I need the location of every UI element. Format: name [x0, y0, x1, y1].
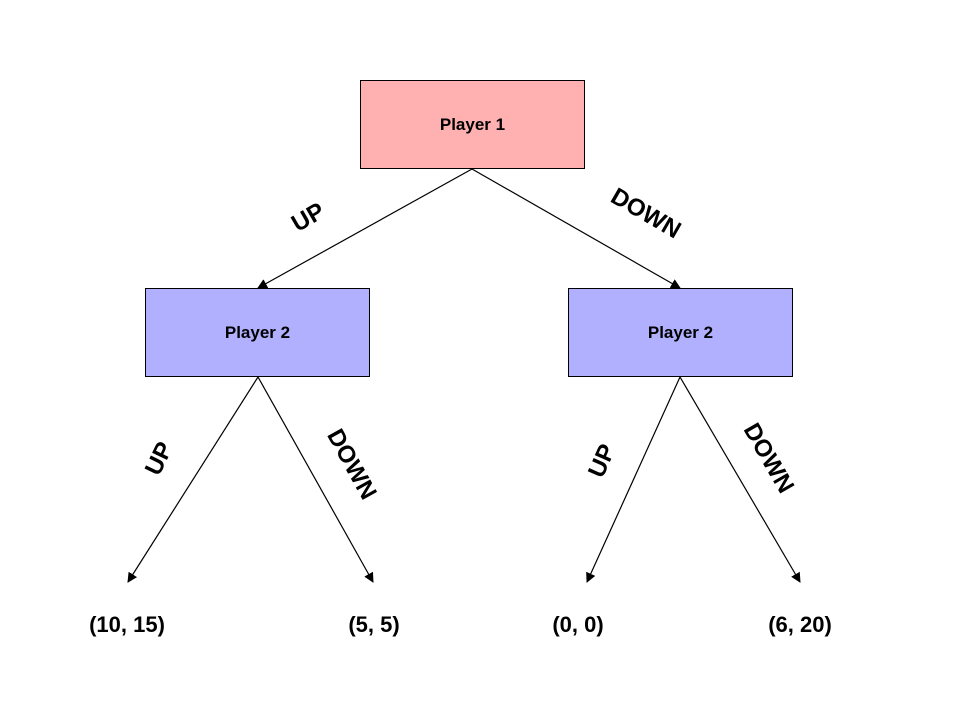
edge-right-down: [679, 376, 801, 583]
payoff-up-down: (5, 5): [348, 612, 399, 637]
payoff-up-up: (10, 15): [89, 612, 165, 637]
edge-right-up: [586, 376, 681, 583]
edge-label-right-down: DOWN: [738, 419, 799, 498]
player-2-left-node: Player 2: [145, 288, 370, 377]
edge-label-root-down: DOWN: [606, 183, 685, 244]
edge-label-root-up: UP: [287, 197, 329, 237]
edge-root-down: [471, 168, 681, 289]
edge-left-up: [127, 376, 259, 583]
payoff-down-up: (0, 0): [552, 612, 603, 637]
player-2-left-label: Player 2: [224, 322, 291, 342]
edge-label-left-up: UP: [140, 438, 179, 480]
edge-root-up: [257, 168, 473, 289]
player-2-right-label: Player 2: [647, 322, 714, 342]
player-1-node: Player 1: [360, 80, 585, 169]
player-1-label: Player 1: [439, 114, 506, 134]
payoff-down-down: (6, 20): [768, 612, 832, 637]
edge-left-down: [257, 376, 374, 583]
player-2-right-node: Player 2: [568, 288, 793, 377]
edge-label-right-up: UP: [583, 440, 621, 481]
edge-label-left-down: DOWN: [321, 425, 381, 505]
